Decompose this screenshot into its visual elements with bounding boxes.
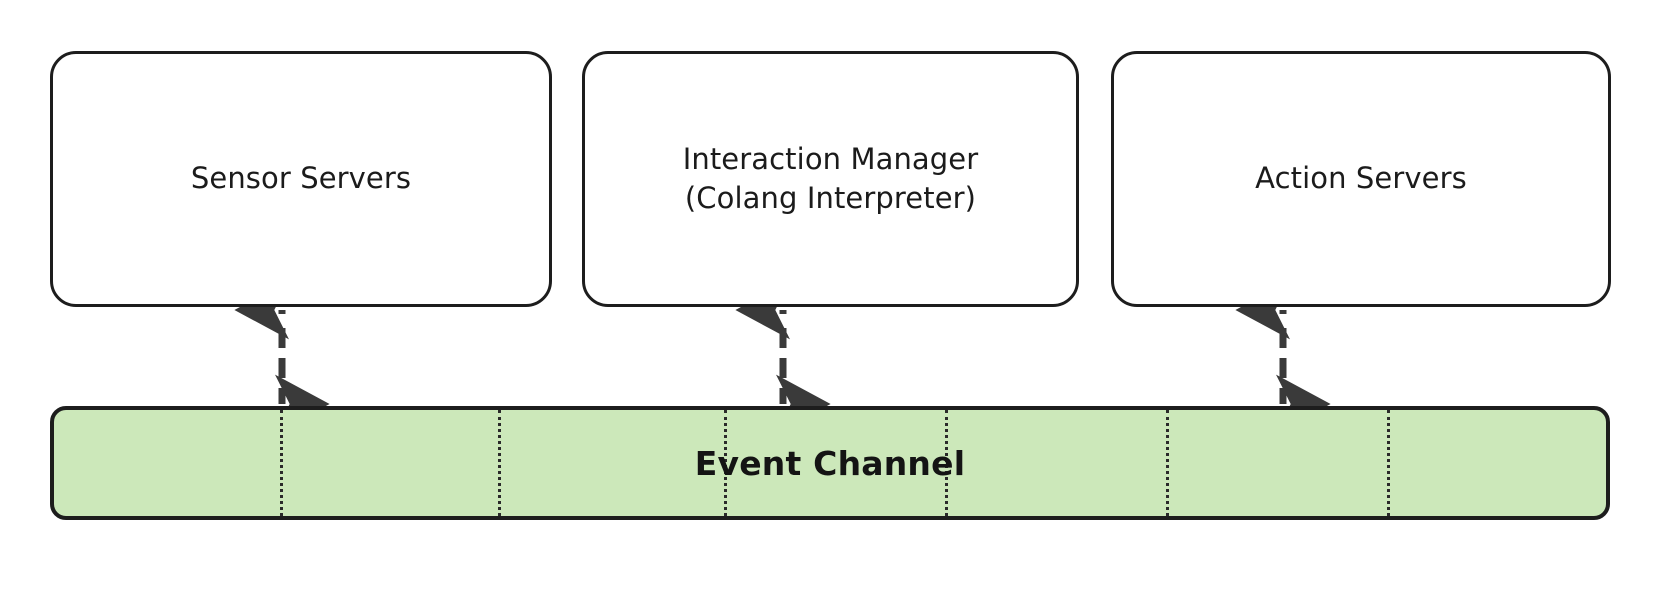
node-interaction-manager[interactable]: Interaction Manager (Colang Interpreter) bbox=[582, 51, 1079, 307]
node-sensor-servers-label: Sensor Servers bbox=[190, 161, 412, 196]
event-channel-divider-5 bbox=[1166, 410, 1169, 516]
node-interaction-manager-label: Interaction Manager (Colang Interpreter) bbox=[682, 141, 979, 215]
node-sensor-servers[interactable]: Sensor Servers bbox=[50, 51, 552, 307]
event-channel-divider-1 bbox=[280, 410, 283, 516]
event-channel-bar[interactable]: Event Channel bbox=[50, 406, 1610, 520]
event-channel-divider-2 bbox=[498, 410, 501, 516]
event-channel-label: Event Channel bbox=[694, 443, 966, 483]
event-channel-divider-4 bbox=[945, 410, 948, 516]
event-channel-divider-6 bbox=[1387, 410, 1390, 516]
node-action-servers-label: Action Servers bbox=[1255, 161, 1467, 196]
node-action-servers[interactable]: Action Servers bbox=[1111, 51, 1611, 307]
event-channel-divider-3 bbox=[724, 410, 727, 516]
